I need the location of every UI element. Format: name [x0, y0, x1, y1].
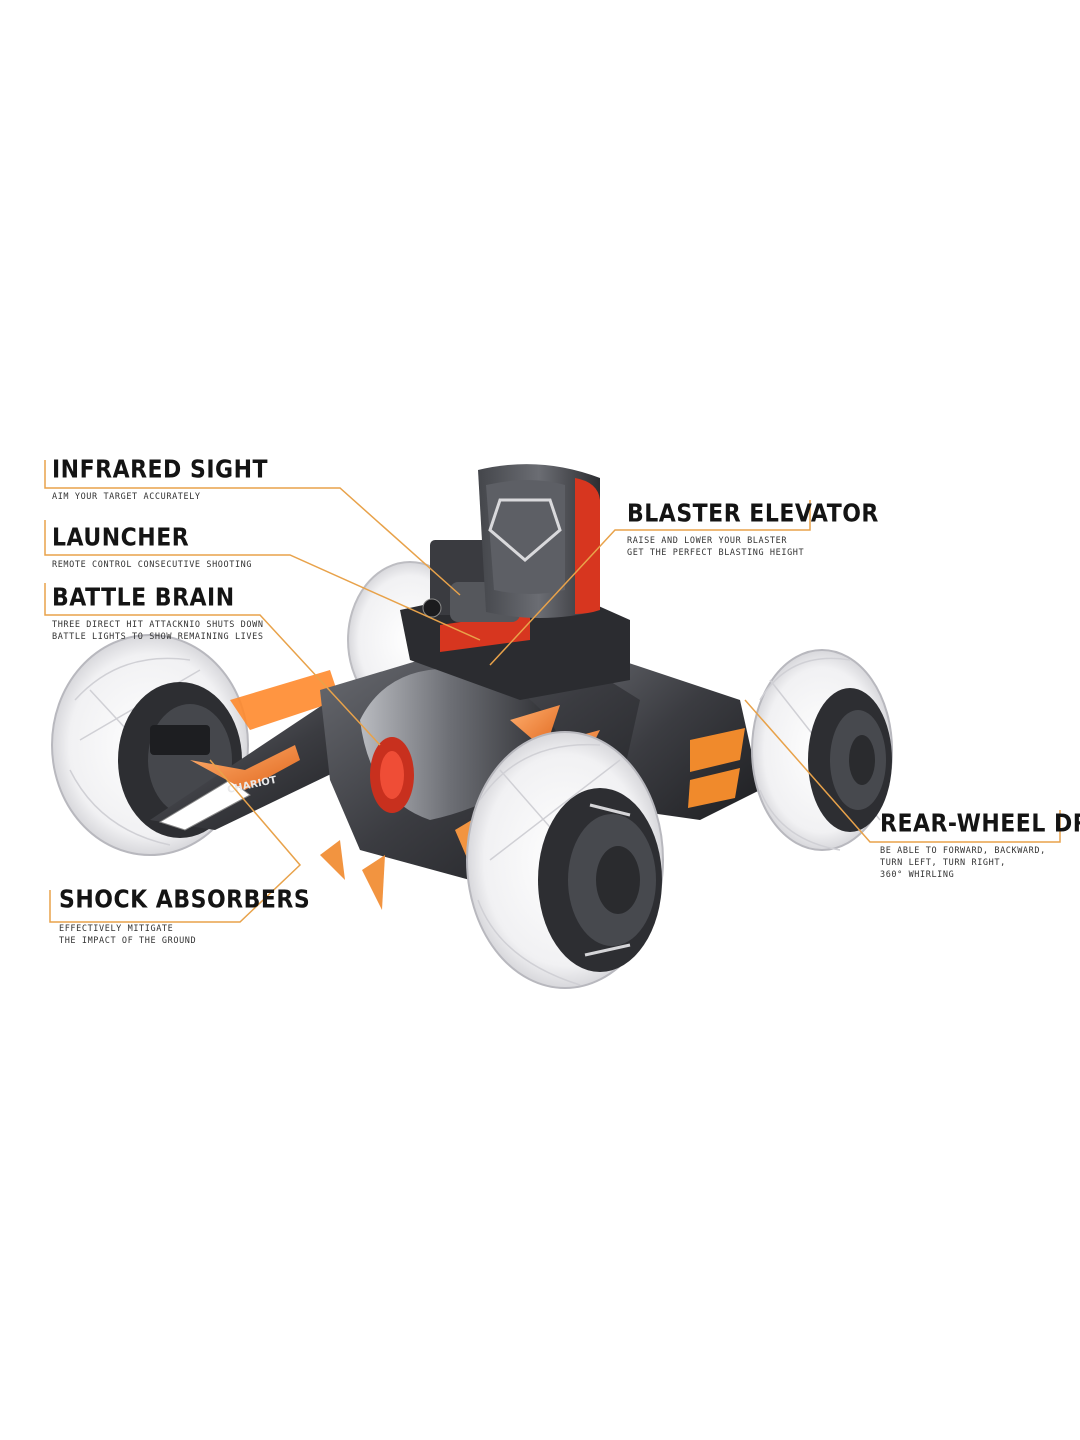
callout-desc: AIM YOUR TARGET ACCURATELY — [52, 491, 268, 503]
callout-title: INFRARED SIGHT — [52, 456, 268, 484]
callout-desc: EFFECTIVELY MITIGATE THE IMPACT OF THE G… — [59, 923, 310, 947]
rear-right-wheel — [751, 649, 893, 851]
leader-infrared — [44, 460, 461, 596]
callout-desc-line: THE IMPACT OF THE GROUND — [59, 936, 197, 946]
callout-desc-line: BATTLE LIGHTS TO SHOW REMAINING LIVES — [52, 632, 264, 642]
callout-desc: THREE DIRECT HIT ATTACKNIO SHUTS DOWN BA… — [52, 619, 264, 643]
callout-desc-line: AIM YOUR TARGET ACCURATELY — [52, 492, 201, 502]
callout-infrared-sight: INFRARED SIGHT AIM YOUR TARGET ACCURATEL… — [52, 456, 268, 503]
callout-desc-line: BE ABLE TO FORWARD, BACKWARD, — [880, 846, 1046, 856]
turret — [400, 464, 630, 700]
callout-title: SHOCK ABSORBERS — [59, 886, 311, 914]
callout-lines — [44, 460, 1061, 923]
leader-elevator — [489, 500, 811, 666]
callout-title: REAR-WHEEL DRIVE — [880, 810, 1080, 838]
callout-desc-line: THREE DIRECT HIT ATTACKNIO SHUTS DOWN — [52, 620, 264, 630]
callout-desc: BE ABLE TO FORWARD, BACKWARD, TURN LEFT,… — [880, 845, 1080, 881]
callout-title: BLASTER ELEVATOR — [627, 500, 879, 528]
callout-desc: RAISE AND LOWER YOUR BLASTER GET THE PER… — [627, 535, 879, 559]
callout-blaster-elevator: BLASTER ELEVATOR RAISE AND LOWER YOUR BL… — [627, 500, 879, 559]
callout-rear-wheel-drive: REAR-WHEEL DRIVE BE ABLE TO FORWARD, BAC… — [880, 810, 1080, 881]
callout-desc: REMOTE CONTROL CONSECUTIVE SHOOTING — [52, 559, 252, 571]
leader-rear — [744, 699, 1061, 843]
callout-desc-line: TURN LEFT, TURN RIGHT, — [880, 858, 1006, 868]
leader-shock — [49, 759, 302, 923]
callout-desc-line: REMOTE CONTROL CONSECUTIVE SHOOTING — [52, 560, 253, 570]
leader-launcher — [44, 520, 481, 641]
chassis: CHARIOT — [150, 640, 760, 910]
callout-title: LAUNCHER — [52, 524, 190, 552]
callout-desc-line: RAISE AND LOWER YOUR BLASTER — [627, 536, 788, 546]
callout-desc-line: 360° WHIRLING — [880, 870, 955, 880]
front-right-wheel — [466, 731, 664, 989]
callout-battle-brain: BATTLE BRAIN THREE DIRECT HIT ATTACKNIO … — [52, 584, 264, 643]
callout-title: BATTLE BRAIN — [52, 584, 235, 612]
callout-desc-line: GET THE PERFECT BLASTING HEIGHT — [627, 548, 805, 558]
callout-shock-absorbers: SHOCK ABSORBERS EFFECTIVELY MITIGATE THE… — [59, 886, 310, 947]
leader-brain — [44, 583, 381, 746]
callout-desc-line: EFFECTIVELY MITIGATE — [59, 924, 174, 934]
callout-launcher: LAUNCHER REMOTE CONTROL CONSECUTIVE SHOO… — [52, 524, 252, 571]
